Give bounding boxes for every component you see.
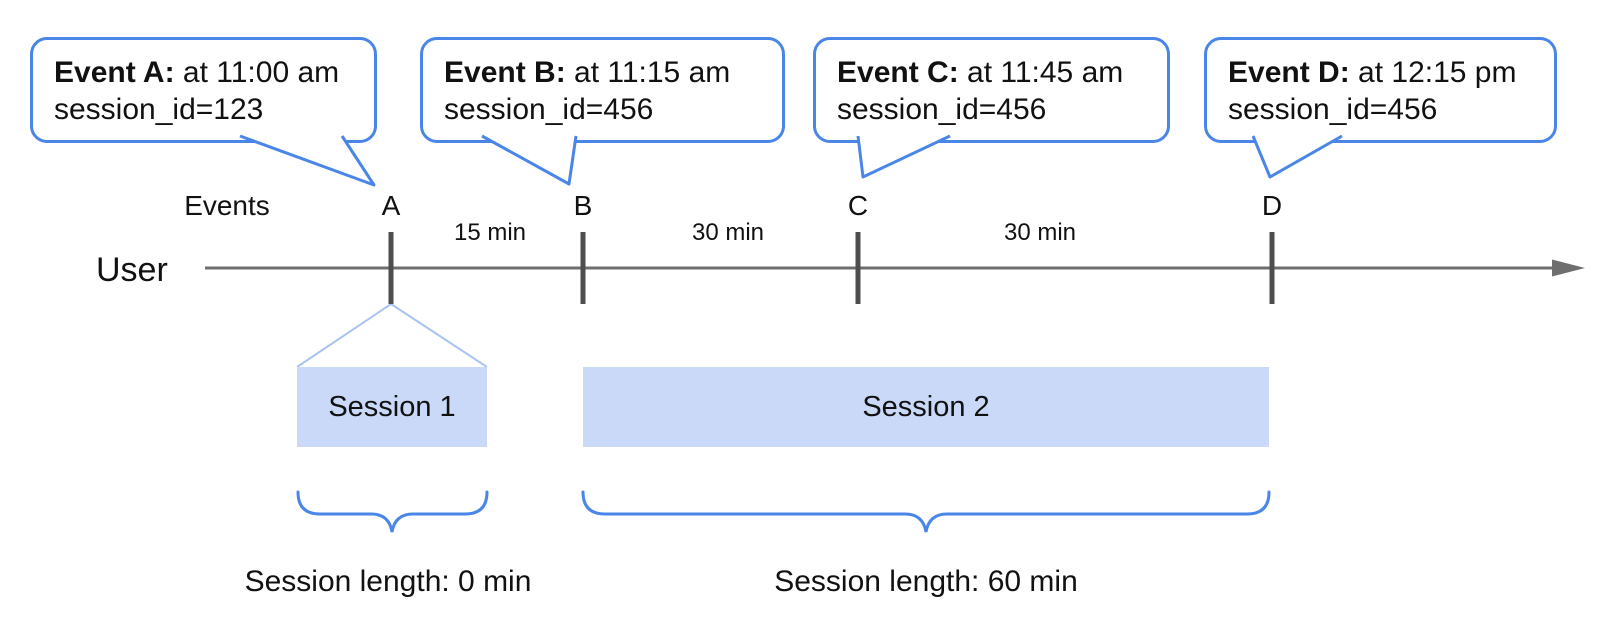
session2-brace (581, 490, 1271, 533)
event-c-time: at 11:45 am (967, 56, 1124, 89)
tick-label-b: B (573, 190, 593, 221)
event-b-time: at 11:15 am (574, 56, 731, 89)
events-axis-label: Events (184, 190, 270, 221)
session1-funnel-line-left (296, 303, 392, 368)
event-d-session-id: session_id=456 (1228, 93, 1438, 126)
tick-label-d: D (1261, 190, 1283, 221)
interval-label-cd: 30 min (1003, 219, 1077, 246)
session1-brace (296, 490, 489, 533)
event-d-time-line: Event D: at 12:15 pm (1228, 54, 1534, 91)
event-c-session-id: session_id=456 (837, 93, 1047, 126)
event-c-title: Event C: (837, 56, 959, 89)
event-b-title: Event B: (444, 56, 566, 89)
tick-label-c: C (847, 190, 869, 221)
event-d-title: Event D: (1228, 56, 1350, 89)
event-a-time: at 11:00 am (182, 56, 340, 89)
event-bubble-a: Event A: at 11:00 am session_id=123 (30, 37, 377, 143)
session1-funnel-line-right (390, 303, 488, 368)
interval-label-bc: 30 min (691, 219, 765, 246)
event-a-session-id: session_id=123 (54, 93, 264, 126)
event-b-session-id: session_id=456 (444, 93, 654, 126)
session2-label: Session 2 (862, 390, 990, 423)
user-axis-label: User (96, 251, 168, 289)
session1-label: Session 1 (328, 390, 456, 423)
event-d-time: at 12:15 pm (1358, 56, 1517, 89)
session2-length-label: Session length: 60 min (774, 565, 1078, 598)
interval-label-ab: 15 min (453, 219, 527, 246)
session1-box: Session 1 (297, 367, 487, 447)
timeline-arrowhead-icon (1552, 259, 1585, 277)
event-a-time-line: Event A: at 11:00 am (54, 54, 354, 91)
event-b-time-line: Event B: at 11:15 am (444, 54, 762, 91)
event-bubble-b: Event B: at 11:15 am session_id=456 (420, 37, 785, 143)
event-a-title: Event A: (54, 56, 175, 89)
event-bubble-d: Event D: at 12:15 pm session_id=456 (1204, 37, 1557, 143)
tick-label-a: A (381, 190, 401, 221)
event-c-time-line: Event C: at 11:45 am (837, 54, 1147, 91)
session2-box: Session 2 (583, 367, 1269, 447)
session1-length-label: Session length: 0 min (244, 565, 532, 598)
event-bubble-c: Event C: at 11:45 am session_id=456 (813, 37, 1170, 143)
